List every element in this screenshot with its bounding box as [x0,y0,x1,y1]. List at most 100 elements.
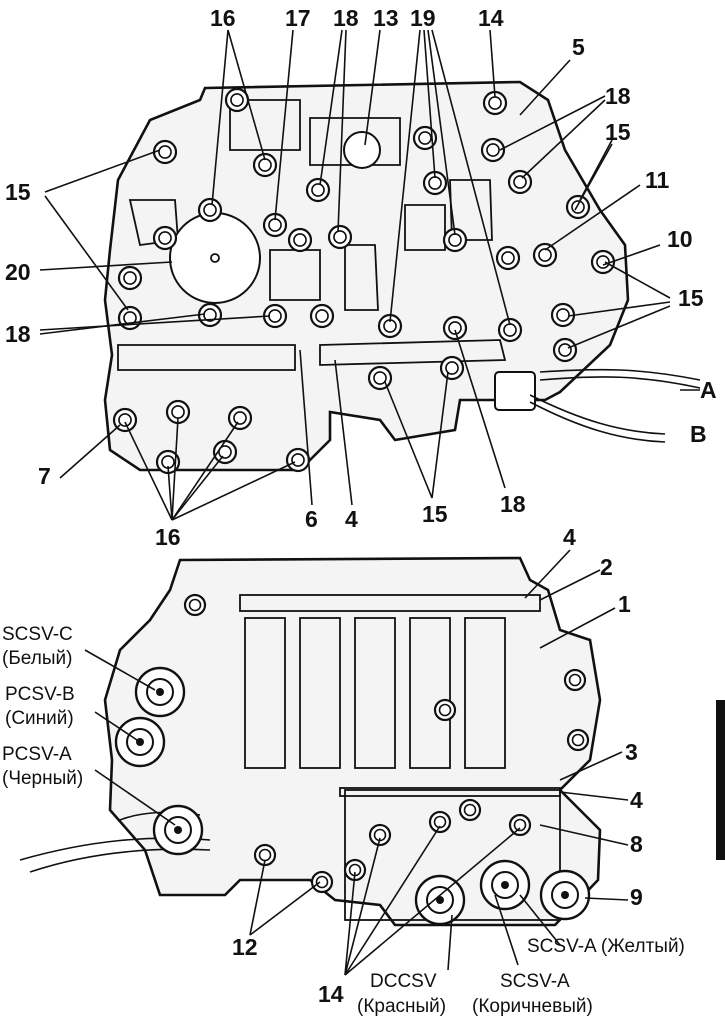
leader-line [499,95,606,151]
callout-18-right: 18 [605,83,631,109]
upper-valve-body-view [103,80,701,475]
leader-line [384,381,433,499]
bolt-head [165,399,191,425]
bolt-head [252,152,278,178]
leader-line [519,59,571,116]
bolt-head [117,265,143,291]
leader-line [59,424,121,479]
leader-line [227,29,266,161]
leader-line [39,315,271,331]
leader-line [519,894,561,946]
leader-line [94,769,176,826]
bolt-head [305,177,331,203]
callout-20: 20 [5,259,31,285]
bolt-head [227,405,253,431]
callout-16-bottom: 16 [155,524,181,550]
leader-line [454,329,506,489]
callout-4-upper: 4 [345,506,358,532]
lower-valve-body-view [19,556,602,927]
bolt-head [428,810,452,834]
bolt-head [422,170,448,196]
leader-line [344,827,521,976]
bolt-head [368,823,392,847]
upper-inner-channel [229,99,301,151]
leader-line [171,461,296,521]
callout-1: 1 [618,591,631,617]
leader-line [539,607,616,649]
leader-line [447,914,453,971]
label-scsv-c: SCSV-C [2,624,73,645]
leader-line [427,29,456,236]
callout-18-bottom: 18 [500,491,526,517]
wire-harness-a [539,376,701,389]
leader-line [559,791,629,801]
spool-bore [244,617,286,769]
callout-3: 3 [625,739,638,765]
callout-12: 12 [232,934,258,960]
leader-line [39,313,206,335]
bolt-head [253,843,277,867]
bolt-head [412,125,438,151]
callout-6: 6 [305,506,318,532]
bolt-head [566,728,590,752]
callout-19: 19 [410,5,436,31]
leader-line [337,29,347,233]
leader-line [344,837,381,976]
callout-18-top: 18 [333,5,359,31]
leader-line [171,421,239,521]
solenoid-labels: SCSV-C (Белый) PCSV-B (Синий) PCSV-A (Че… [2,624,685,1017]
bolt-head [480,137,506,163]
bolt-head [439,355,465,381]
leader-line [274,29,294,221]
leader-line [584,897,629,901]
spool-bore [354,617,396,769]
leader-line [344,825,441,976]
leader-line [299,349,313,506]
leader-line [544,184,641,251]
bolt-head [563,668,587,692]
label-pcsv-a: PCSV-A [2,744,72,765]
bolt-head [309,303,335,329]
leader-line [94,711,141,743]
callout-14-top: 14 [478,5,504,31]
spool-bore [464,617,506,769]
upper-inner-channel [117,344,296,371]
callout-b: B [690,421,707,447]
bolt-head [183,593,207,617]
label-dccsv: DCCSV [370,971,437,992]
bolt-head [458,798,482,822]
bolt-head [590,249,616,275]
leader-line [249,881,321,936]
leader-line [44,149,161,193]
callout-7: 7 [38,463,51,489]
bolt-head [224,87,250,113]
leader-line [431,371,449,499]
solenoid-dccsv [414,874,466,926]
leader-line [84,649,156,691]
leader-line [171,455,224,521]
bolt-head [442,315,468,341]
callout-15-right: 15 [605,119,631,145]
leader-line [334,359,353,506]
leader-line [539,569,601,601]
solenoid-scsv-a-brown [479,859,531,911]
leader-line [431,29,511,326]
bolt-head [565,194,591,220]
bolt-head [433,698,457,722]
leader-line [44,195,129,311]
solenoid-pcsv-a [152,804,204,856]
callout-11: 11 [645,167,670,193]
label-pcsv-b-color: (Синий) [5,708,74,729]
bolt-head [197,197,223,223]
bolt-head [152,225,178,251]
spool-bore [299,617,341,769]
leader-line [171,417,179,521]
solenoid-scsv-c [134,666,186,718]
callout-5: 5 [572,34,585,60]
upper-inner-channel [309,117,401,166]
callout-14-lower: 14 [318,981,344,1007]
bolt-head [287,227,313,253]
wire-harness-a [539,368,701,381]
upper-inner-channel [344,244,379,311]
